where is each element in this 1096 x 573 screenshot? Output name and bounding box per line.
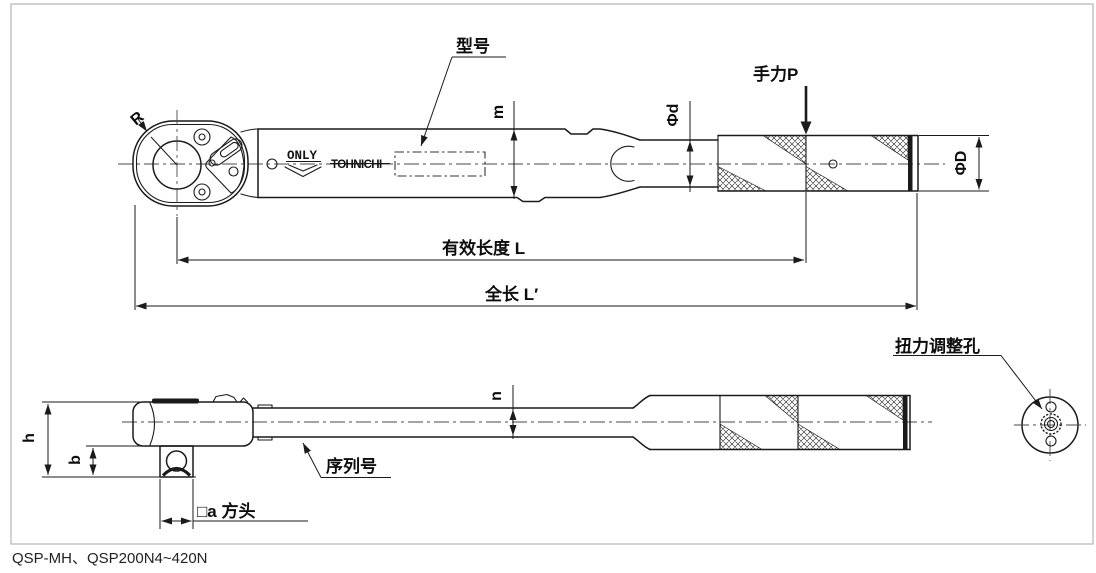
label-torque-adjust-hole: 扭力调整孔 — [895, 336, 980, 356]
dimension-effective-length: 有效长度 L — [176, 217, 804, 264]
hand-force-arrow — [800, 121, 812, 135]
adjust-hole-knurl-ring — [1040, 413, 1062, 435]
top-view: R ONLY TOHNICHI 型号 — [118, 36, 989, 310]
beam-side — [252, 394, 651, 451]
label-model: 型号 — [456, 36, 490, 56]
handle-side — [649, 394, 911, 451]
model-number-box — [394, 151, 486, 177]
only-mark-text: ONLY — [287, 149, 318, 163]
label-radius-r: R — [128, 108, 148, 129]
dimension-square-head: □a 方头 — [159, 479, 308, 529]
label-h: h — [21, 433, 38, 443]
label-n: n — [488, 391, 505, 401]
label-total-length: 全长 L′ — [484, 284, 538, 304]
drive-pin-hole — [165, 450, 188, 472]
shaft-top — [639, 139, 719, 188]
label-phi-d: Φd — [665, 104, 682, 127]
dimension-phi-d: Φd — [665, 101, 694, 192]
end-cap-band — [908, 136, 913, 191]
model-callout: 型号 — [420, 36, 506, 147]
label-effective-length: 有效长度 L — [442, 238, 525, 258]
dimension-b: b — [67, 445, 161, 475]
side-view: n 序列号 h — [21, 385, 932, 529]
handle-top — [717, 134, 919, 192]
head-top-band — [152, 398, 199, 404]
fork-curve — [610, 145, 635, 182]
dimension-m: m — [490, 101, 518, 199]
figure-frame — [10, 3, 1094, 545]
dimension-phi-D: ΦD — [919, 135, 989, 192]
serial-number-callout: 序列号 — [302, 442, 391, 478]
handle-pin-hole — [828, 159, 838, 169]
model-leader-arrow — [420, 56, 453, 147]
ratchet-lever-slot — [209, 138, 243, 166]
label-b: b — [67, 455, 84, 465]
knurl-hatch-side — [864, 395, 904, 421]
label-serial-number: 序列号 — [326, 456, 377, 476]
dimension-n: n — [488, 385, 517, 439]
end-cap-band-side — [903, 396, 908, 449]
label-hand-force: 手力P — [753, 64, 798, 84]
label-phi-D: ΦD — [953, 151, 970, 176]
hand-force-callout: 手力P — [753, 64, 812, 263]
ratchet-plate — [205, 136, 245, 194]
ratchet-head-top: R — [128, 108, 259, 216]
figure-caption: QSP-MH、QSP200N4~420N — [12, 550, 208, 567]
square-drive-side — [159, 445, 194, 478]
torque-adjust-hole — [1046, 419, 1056, 429]
brand-logo-text: TOHNICHI — [331, 159, 382, 171]
wrench-body-top: ONLY TOHNICHI — [257, 128, 641, 203]
label-square-head: □a 方头 — [197, 501, 255, 521]
torque-adjust-leader-arrow — [1000, 355, 1043, 410]
label-m: m — [490, 105, 507, 119]
knurl-hatch — [869, 135, 909, 161]
body-pin-hole — [266, 158, 278, 170]
radius-leader-arrow — [137, 118, 148, 132]
dimension-h: h — [21, 401, 196, 478]
only-down-arrow-icon — [284, 166, 322, 178]
torque-adjust-callout: 扭力调整孔 — [893, 336, 1043, 410]
end-view: 扭力调整孔 — [893, 336, 1086, 461]
serial-leader-arrow — [302, 442, 322, 478]
dimension-total-length: 全长 L′ — [134, 193, 918, 310]
